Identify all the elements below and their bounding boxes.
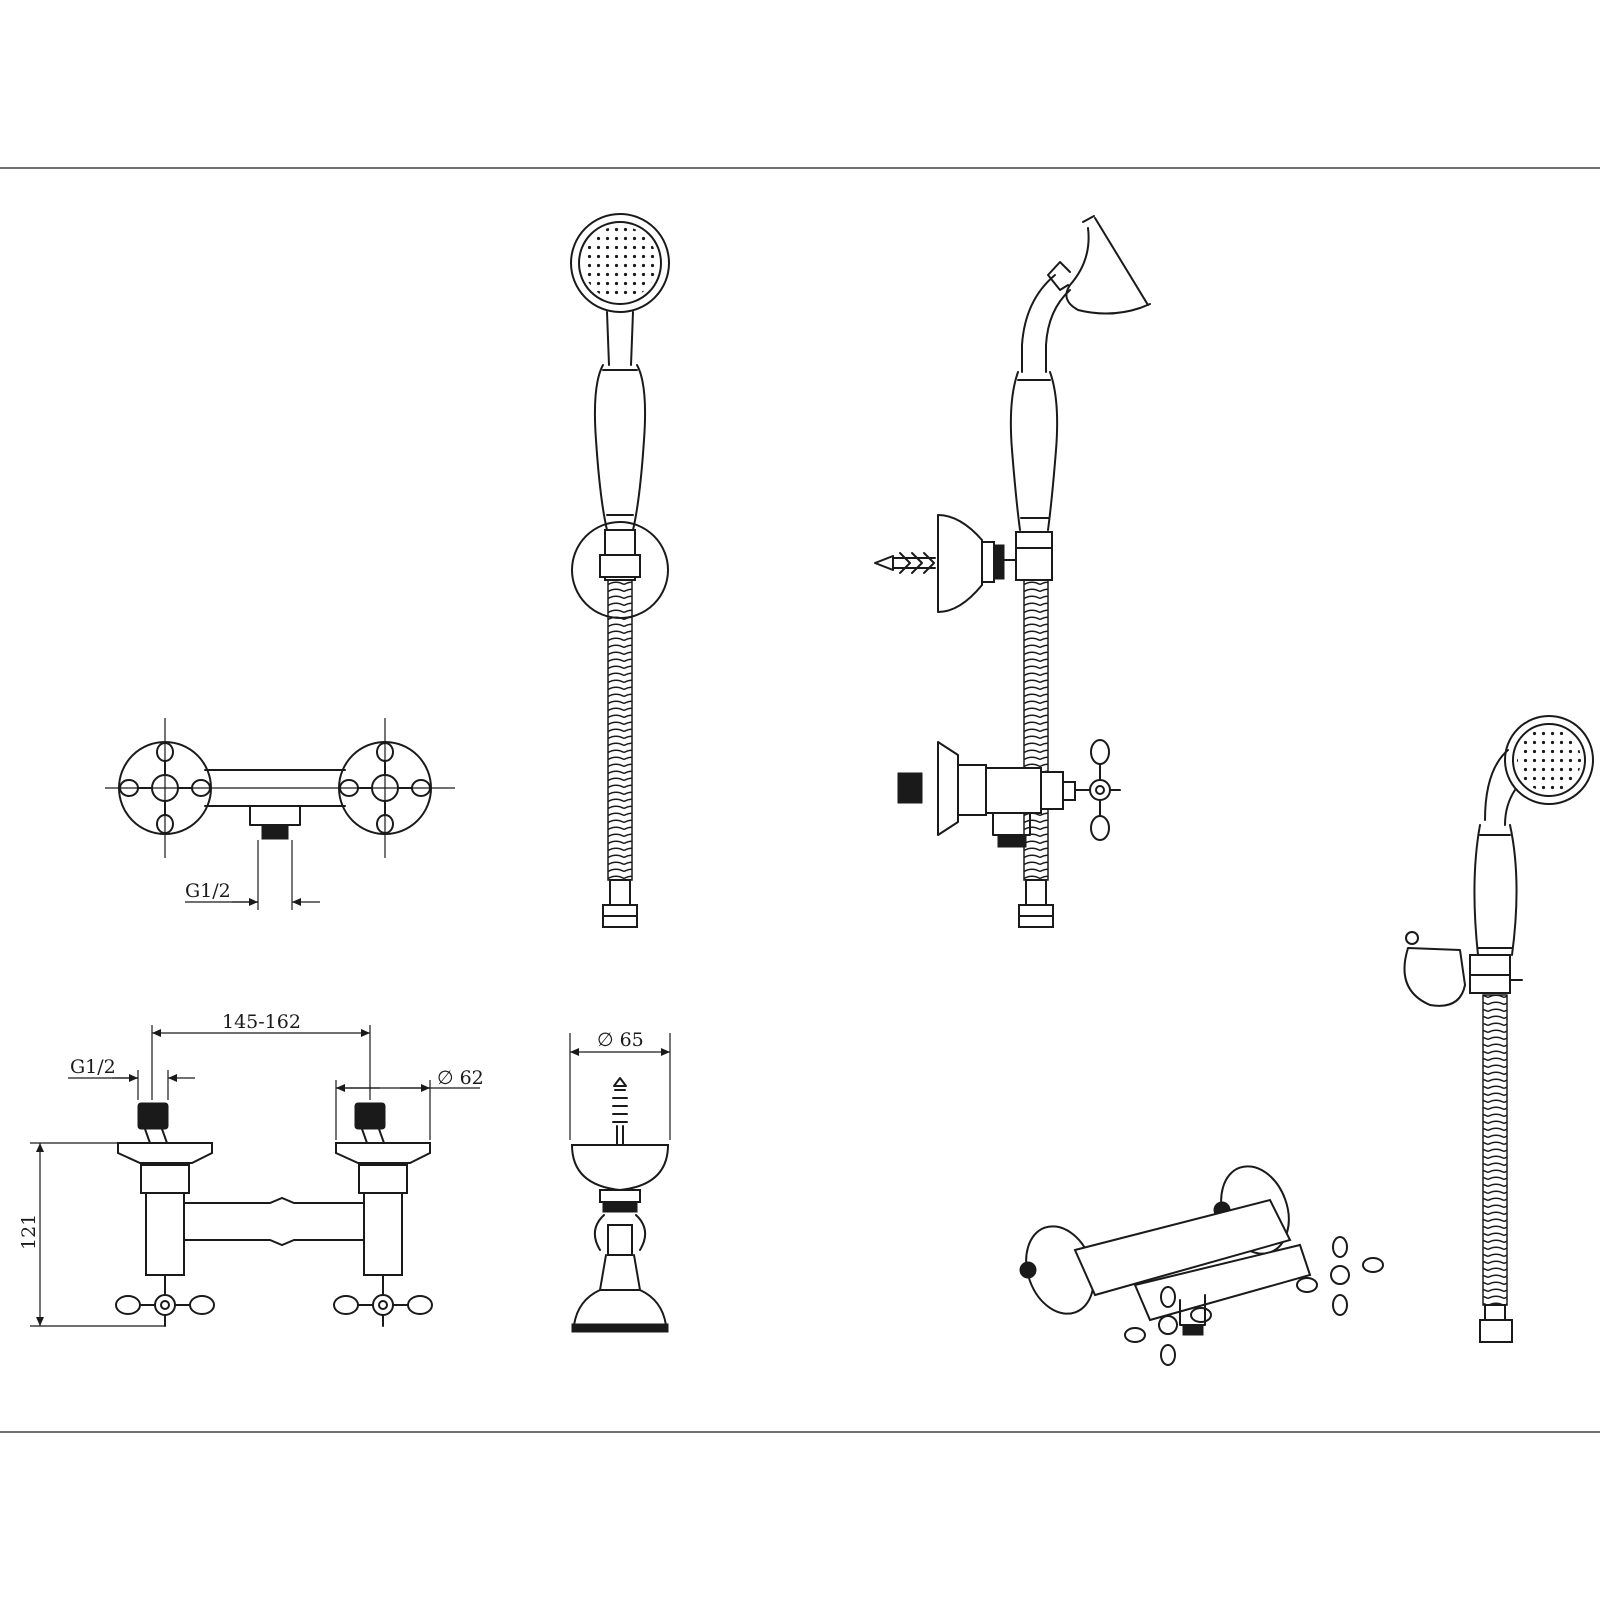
mixer-front-view: 145-162 G1/2 ∅ 62 121	[18, 1011, 484, 1327]
iso-hose	[1482, 994, 1508, 1306]
mixer-isometric-view	[1019, 1165, 1384, 1366]
centre-distance-label: 145-162	[222, 1011, 301, 1033]
top-view-connection-label: G1/2	[185, 880, 231, 902]
side-hose	[1023, 579, 1049, 881]
height-label: 121	[18, 1214, 40, 1250]
flange-diameter-label: ∅ 62	[437, 1067, 484, 1089]
front-hose	[607, 579, 633, 881]
shower-set-side-view	[874, 215, 1151, 928]
shower-set-front-view	[570, 213, 670, 928]
mixer-top-view: G1/2	[105, 718, 455, 910]
wall-holder-view: ∅ 65	[569, 1029, 671, 1333]
front-view-connection-label: G1/2	[70, 1056, 116, 1078]
shower-set-isometric-view	[1403, 715, 1594, 1343]
holder-diameter-label: ∅ 65	[597, 1029, 644, 1051]
